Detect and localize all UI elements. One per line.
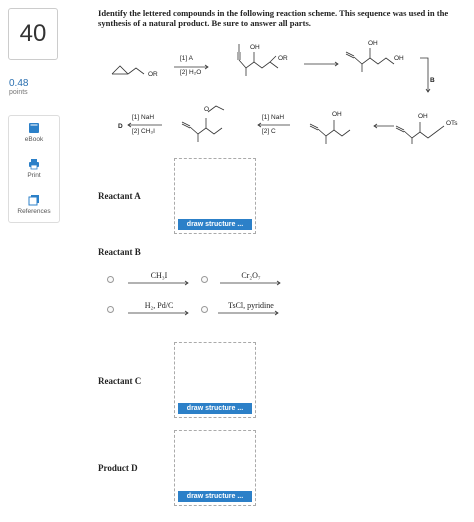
choice-option-3: H₂, Pd/C xyxy=(128,301,190,316)
oh-label-2: OH xyxy=(368,40,378,47)
print-button[interactable]: Print xyxy=(9,158,59,179)
step3-line2: [2] C xyxy=(262,128,276,135)
arrow-step-2 xyxy=(304,61,339,67)
product-d-draw-button[interactable]: draw structure ... xyxy=(178,491,252,502)
points-value: 0.48 xyxy=(9,78,29,89)
arrow-step-b xyxy=(420,57,431,93)
reactant-b-label: Reactant B xyxy=(98,247,141,257)
oh-label-5: OH xyxy=(332,111,342,118)
choice-option-1: CH₃I xyxy=(128,271,190,286)
tools-panel: eBook Print References xyxy=(8,115,60,223)
alkyne-diol xyxy=(345,48,395,72)
reactant-a-drawing-area[interactable]: draw structure ... xyxy=(174,158,256,234)
step4-line2: [2] CH₃I xyxy=(132,128,155,135)
step1-line2: [2] H₂O xyxy=(180,69,201,76)
choice-reagent-4: TsCl, pyridine xyxy=(228,301,274,310)
arrow-step-1 xyxy=(174,64,209,70)
printer-icon xyxy=(29,159,39,170)
book-icon xyxy=(29,123,39,133)
choice-radio-3[interactable] xyxy=(107,306,114,313)
or-label-2: OR xyxy=(278,55,288,62)
points-label: points xyxy=(9,89,28,96)
product-d-label: Product D xyxy=(98,463,138,473)
alkyne-alcohol-ether xyxy=(237,44,279,76)
step1-line1: [1] A xyxy=(180,55,194,62)
choice-option-4: TsCl, pyridine xyxy=(218,301,284,316)
reactant-a-draw-button[interactable]: draw structure ... xyxy=(178,219,252,230)
alkyne-alcohol xyxy=(309,120,351,144)
arrow-left-1 xyxy=(373,123,394,129)
references-label: References xyxy=(17,208,51,215)
choice-reagent-1: CH₃I xyxy=(150,271,168,280)
arrow-step-3 xyxy=(257,122,290,128)
step4-line1: [1] NaH xyxy=(132,114,154,121)
ots-label: OTs xyxy=(446,120,458,127)
reactant-c-label: Reactant C xyxy=(98,376,142,386)
references-icon xyxy=(28,195,39,206)
choice-radio-1[interactable] xyxy=(107,276,114,283)
choice-reagent-2: Cr₂O₇ xyxy=(241,271,261,280)
question-sidebar: 40 0.48 points eBook Print References xyxy=(0,0,63,522)
oh-label-4: OH xyxy=(418,113,428,120)
ebook-label: eBook xyxy=(24,136,44,143)
choice-arrow-1 xyxy=(128,280,189,286)
choice-arrow-4 xyxy=(218,310,279,316)
o-label: O xyxy=(204,106,209,113)
oh-label-3: OH xyxy=(394,55,404,62)
product-d-label: D xyxy=(118,123,123,130)
choice-reagent-3: H₂, Pd/C xyxy=(144,301,174,310)
choice-arrow-2 xyxy=(220,280,281,286)
product-d-drawing-area[interactable]: draw structure ... xyxy=(174,430,256,506)
reactant-c-drawing-area[interactable]: draw structure ... xyxy=(174,342,256,418)
reactant-a-label: Reactant A xyxy=(98,191,141,201)
step3-line1: [1] NaH xyxy=(262,114,284,121)
reaction-scheme: OR [1] A [2] H₂O OH OR OH OH B OH OTs OH… xyxy=(111,40,458,144)
oh-label-1: OH xyxy=(250,44,260,51)
alkyne-ether xyxy=(181,105,225,142)
references-button[interactable]: References xyxy=(9,194,59,215)
choice-option-2: Cr₂O₇ xyxy=(220,271,282,286)
alkyne-tosylate xyxy=(395,122,445,144)
arrow-step-4 xyxy=(127,122,162,128)
epoxide-structure xyxy=(111,65,145,75)
choice-radio-4[interactable] xyxy=(201,306,208,313)
or-label-1: OR xyxy=(148,71,158,78)
reactant-c-draw-button[interactable]: draw structure ... xyxy=(178,403,252,414)
choice-arrow-3 xyxy=(128,310,189,316)
question-number: 40 xyxy=(8,8,58,60)
step-b-label: B xyxy=(430,77,435,84)
choice-radio-2[interactable] xyxy=(201,276,208,283)
print-label: Print xyxy=(27,172,41,179)
ebook-button[interactable]: eBook xyxy=(9,122,59,143)
question-prompt: Identify the lettered compounds in the f… xyxy=(98,8,449,28)
